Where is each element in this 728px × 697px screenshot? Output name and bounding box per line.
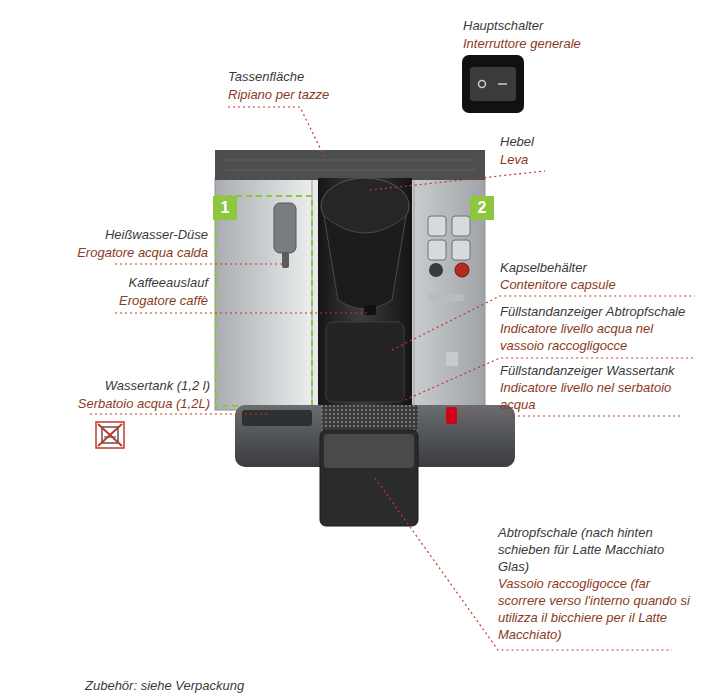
part-label: Abtropfschale (nach hinten schieben für … [498,524,673,575]
callout-number: 1 [221,199,230,217]
part-label: Zubehör: siehe Verpackung [85,677,244,694]
part-label: Füllstandanzeiger Abtropfschale [500,303,685,320]
part-label: Ripiano per tazze [228,86,329,103]
part-label: Erogatore acqua calda [77,244,208,261]
part-label: Indicatore livello acqua nel vassoio rac… [500,320,690,354]
part-label: Hauptschalter [463,17,543,34]
part-label: Leva [500,151,528,168]
part-label: Kaffeeauslauf [128,274,208,291]
switch-icon [462,55,524,113]
part-label: Heißwasser-Düse [105,226,208,243]
part-label: Erogatore caffè [119,292,208,309]
callout-number: 2 [478,199,487,217]
part-label: Wassertank (1,2 l) [105,377,210,394]
machine-body [215,150,515,526]
callout-box: 1 [213,196,237,220]
part-label: Interruttore generale [463,35,581,52]
part-label: Kapselbehälter [500,259,587,276]
part-label: Contenitore capsule [500,276,616,293]
part-label: Indicatore livello nel serbatoio acqua [500,379,678,413]
leader-lines [90,107,695,650]
part-label: Tassenfläche [228,68,304,85]
no-dishwasher-icon [96,422,124,448]
part-label: Füllstandanzeiger Wassertank [500,362,675,379]
callout-box: 2 [470,196,494,220]
part-label: Vassoio raccogligocce (far scorrere vers… [498,575,698,643]
part-label: Serbatoio acqua (1,2L) [78,395,210,412]
part-label: Hebel [500,133,534,150]
